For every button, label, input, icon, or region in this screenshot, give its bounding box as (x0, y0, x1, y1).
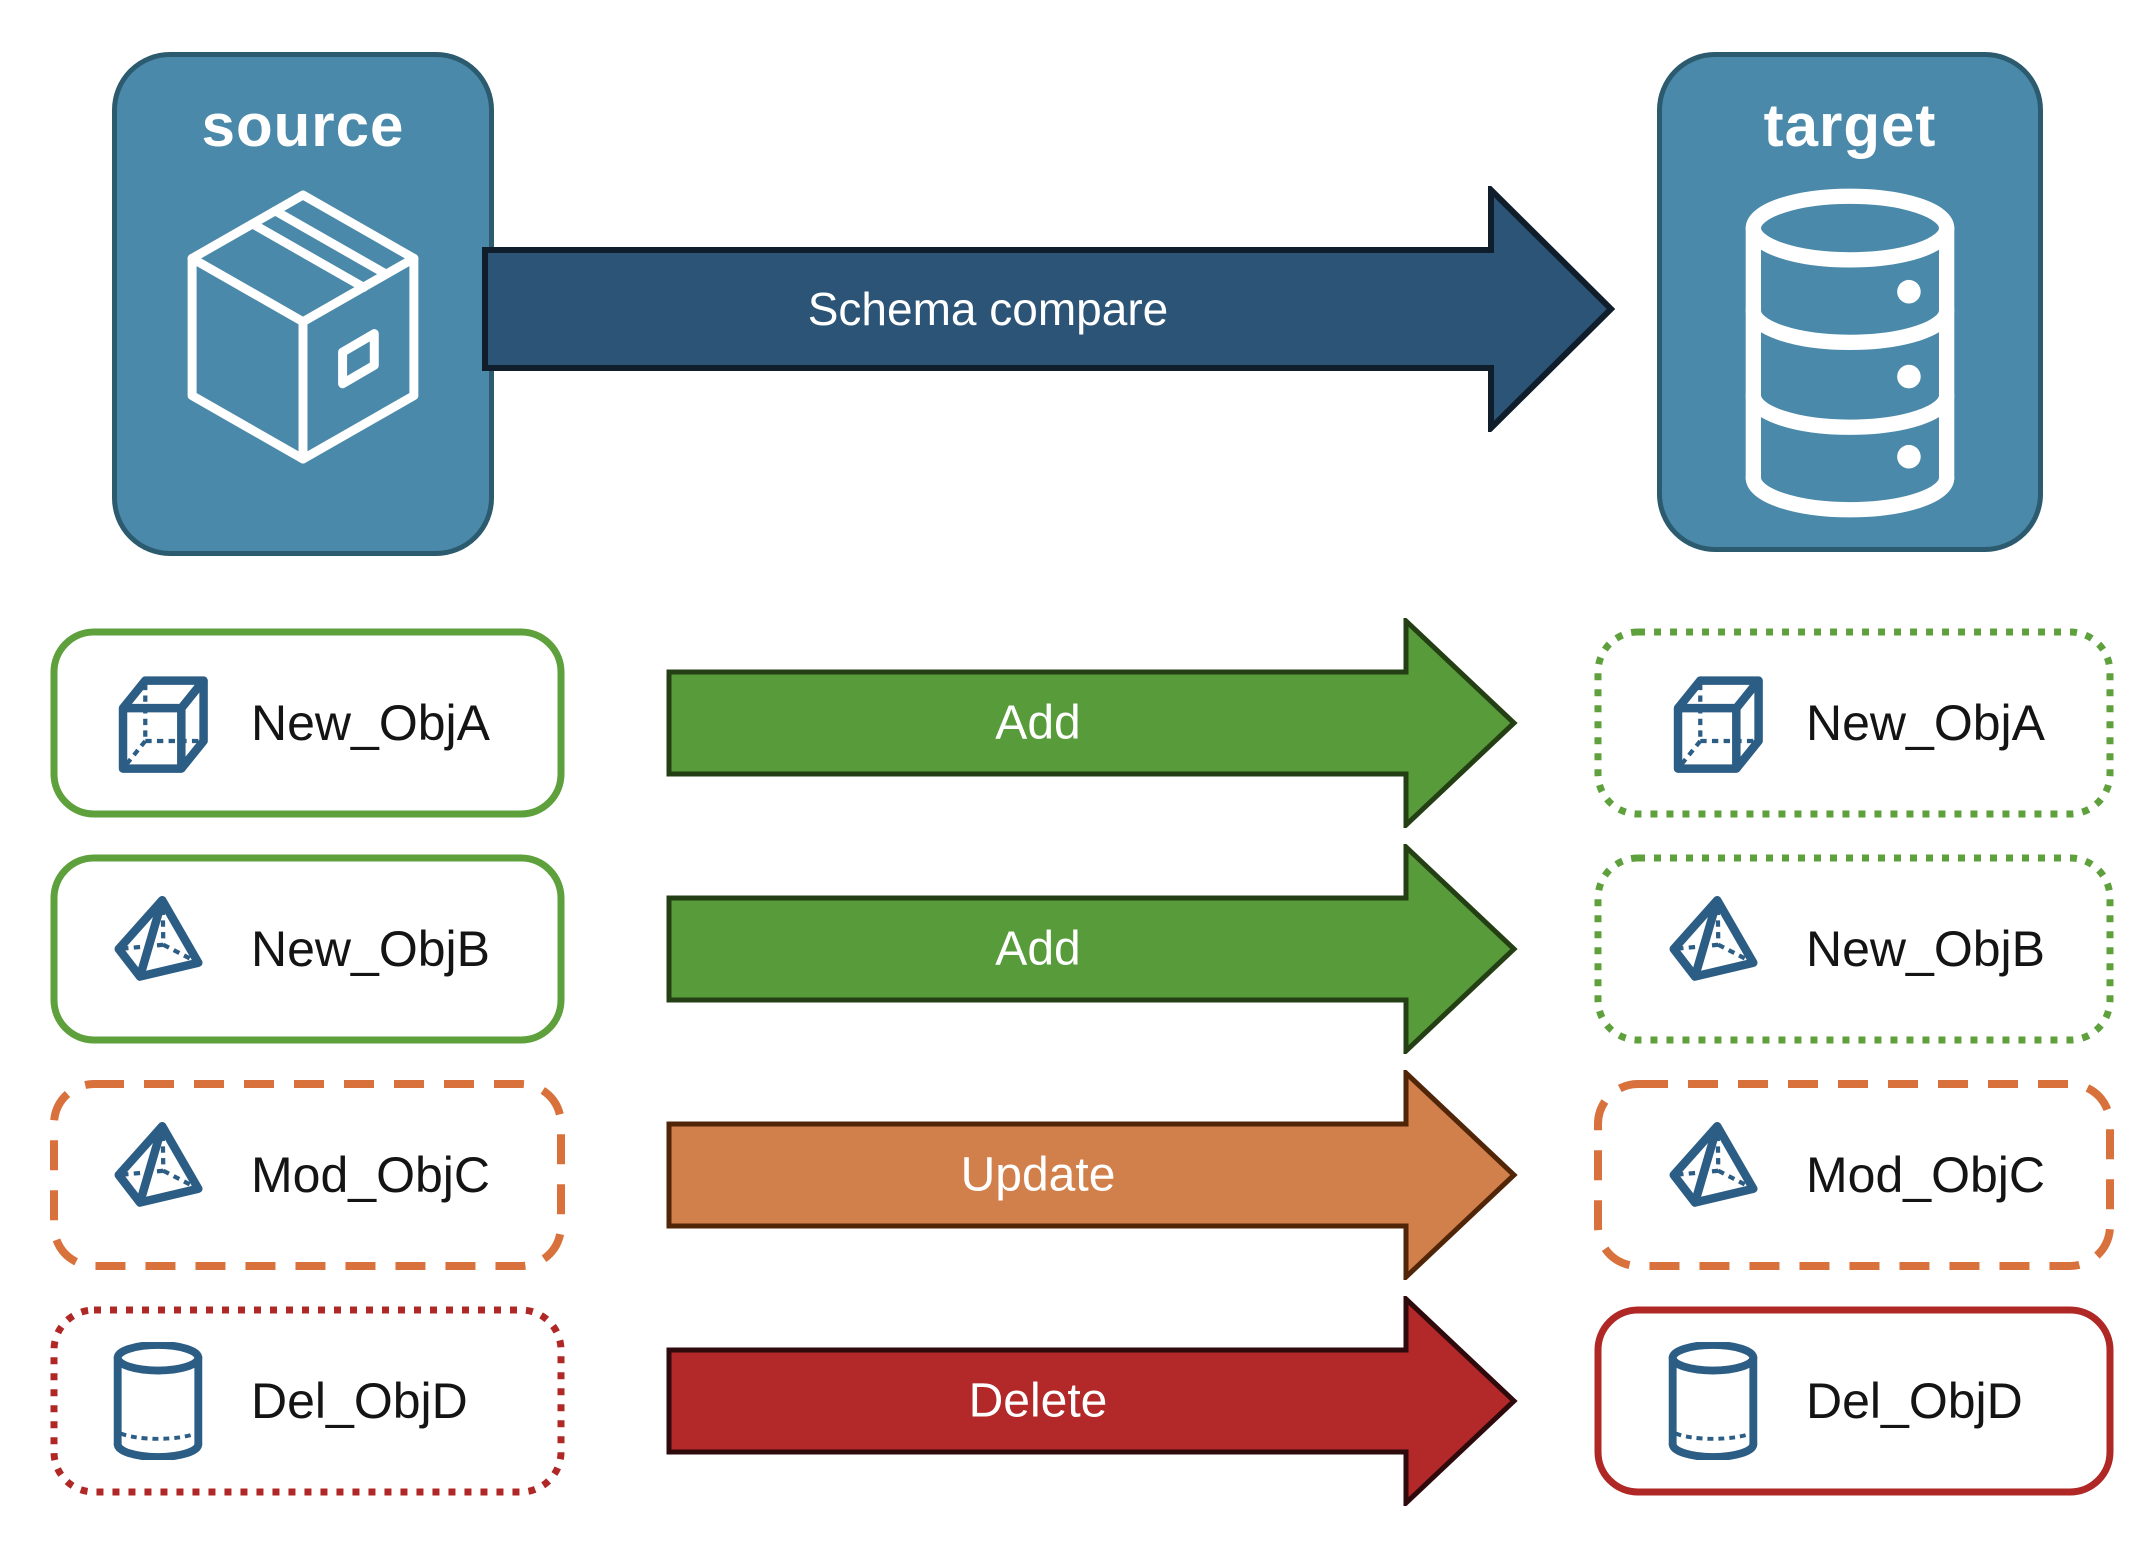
add-arrow: Add (666, 618, 1518, 828)
source-object-box-Mod_ObjC: Mod_ObjC (50, 1080, 565, 1270)
target-object-label: Mod_ObjC (1806, 1147, 2045, 1203)
source-object-border (50, 1306, 565, 1496)
action-arrow-shape (666, 1296, 1518, 1506)
target-panel-title: target (1763, 92, 1937, 159)
action-label: Add (995, 923, 1080, 976)
update-arrow: Update (666, 1070, 1518, 1280)
database-icon (1662, 188, 2038, 518)
target-object-box-New_ObjB: New_ObjB (1594, 854, 2114, 1044)
target-object-label: Del_ObjD (1806, 1373, 2023, 1429)
source-object-label: Del_ObjD (251, 1373, 468, 1429)
source-object-box-Del_ObjD: Del_ObjD (50, 1306, 565, 1496)
target-object-border (1594, 1080, 2114, 1270)
action-label: Add (995, 697, 1080, 750)
action-arrow-shape (666, 1070, 1518, 1280)
action-label: Update (961, 1149, 1116, 1202)
source-object-border (50, 854, 565, 1044)
schema-compare-arrow-shape (482, 186, 1615, 432)
target-object-label: New_ObjB (1806, 921, 2045, 977)
target-object-label: New_ObjA (1806, 695, 2045, 751)
target-object-border (1594, 854, 2114, 1044)
target-object-box-Del_ObjD: Del_ObjD (1594, 1306, 2114, 1496)
source-panel-title: source (201, 92, 405, 159)
pyramid-icon (105, 1116, 211, 1234)
action-arrow-shape (666, 618, 1518, 828)
source-object-border (50, 1080, 565, 1270)
source-object-label: New_ObjA (251, 695, 490, 751)
schema-compare-arrow: Schema compare (482, 186, 1615, 432)
pyramid-icon (105, 890, 211, 1008)
cylinder-icon (1660, 1342, 1766, 1460)
pyramid-icon (1660, 890, 1766, 1008)
source-object-box-New_ObjB: New_ObjB (50, 854, 565, 1044)
add-arrow: Add (666, 844, 1518, 1054)
package-icon (117, 182, 489, 472)
source-panel: source (112, 52, 494, 556)
delete-arrow: Delete (666, 1296, 1518, 1506)
pyramid-icon (1660, 1116, 1766, 1234)
source-object-label: New_ObjB (251, 921, 490, 977)
cube-icon (1660, 664, 1766, 782)
target-object-box-Mod_ObjC: Mod_ObjC (1594, 1080, 2114, 1270)
schema-compare-label: Schema compare (808, 283, 1169, 335)
action-arrow-shape (666, 844, 1518, 1054)
target-object-border (1594, 1306, 2114, 1496)
target-object-border (1594, 628, 2114, 818)
source-object-border (50, 628, 565, 818)
action-label: Delete (969, 1375, 1108, 1428)
cube-icon (105, 664, 211, 782)
target-panel: target (1657, 52, 2043, 552)
target-object-box-New_ObjA: New_ObjA (1594, 628, 2114, 818)
source-object-label: Mod_ObjC (251, 1147, 490, 1203)
source-object-box-New_ObjA: New_ObjA (50, 628, 565, 818)
cylinder-icon (105, 1342, 211, 1460)
